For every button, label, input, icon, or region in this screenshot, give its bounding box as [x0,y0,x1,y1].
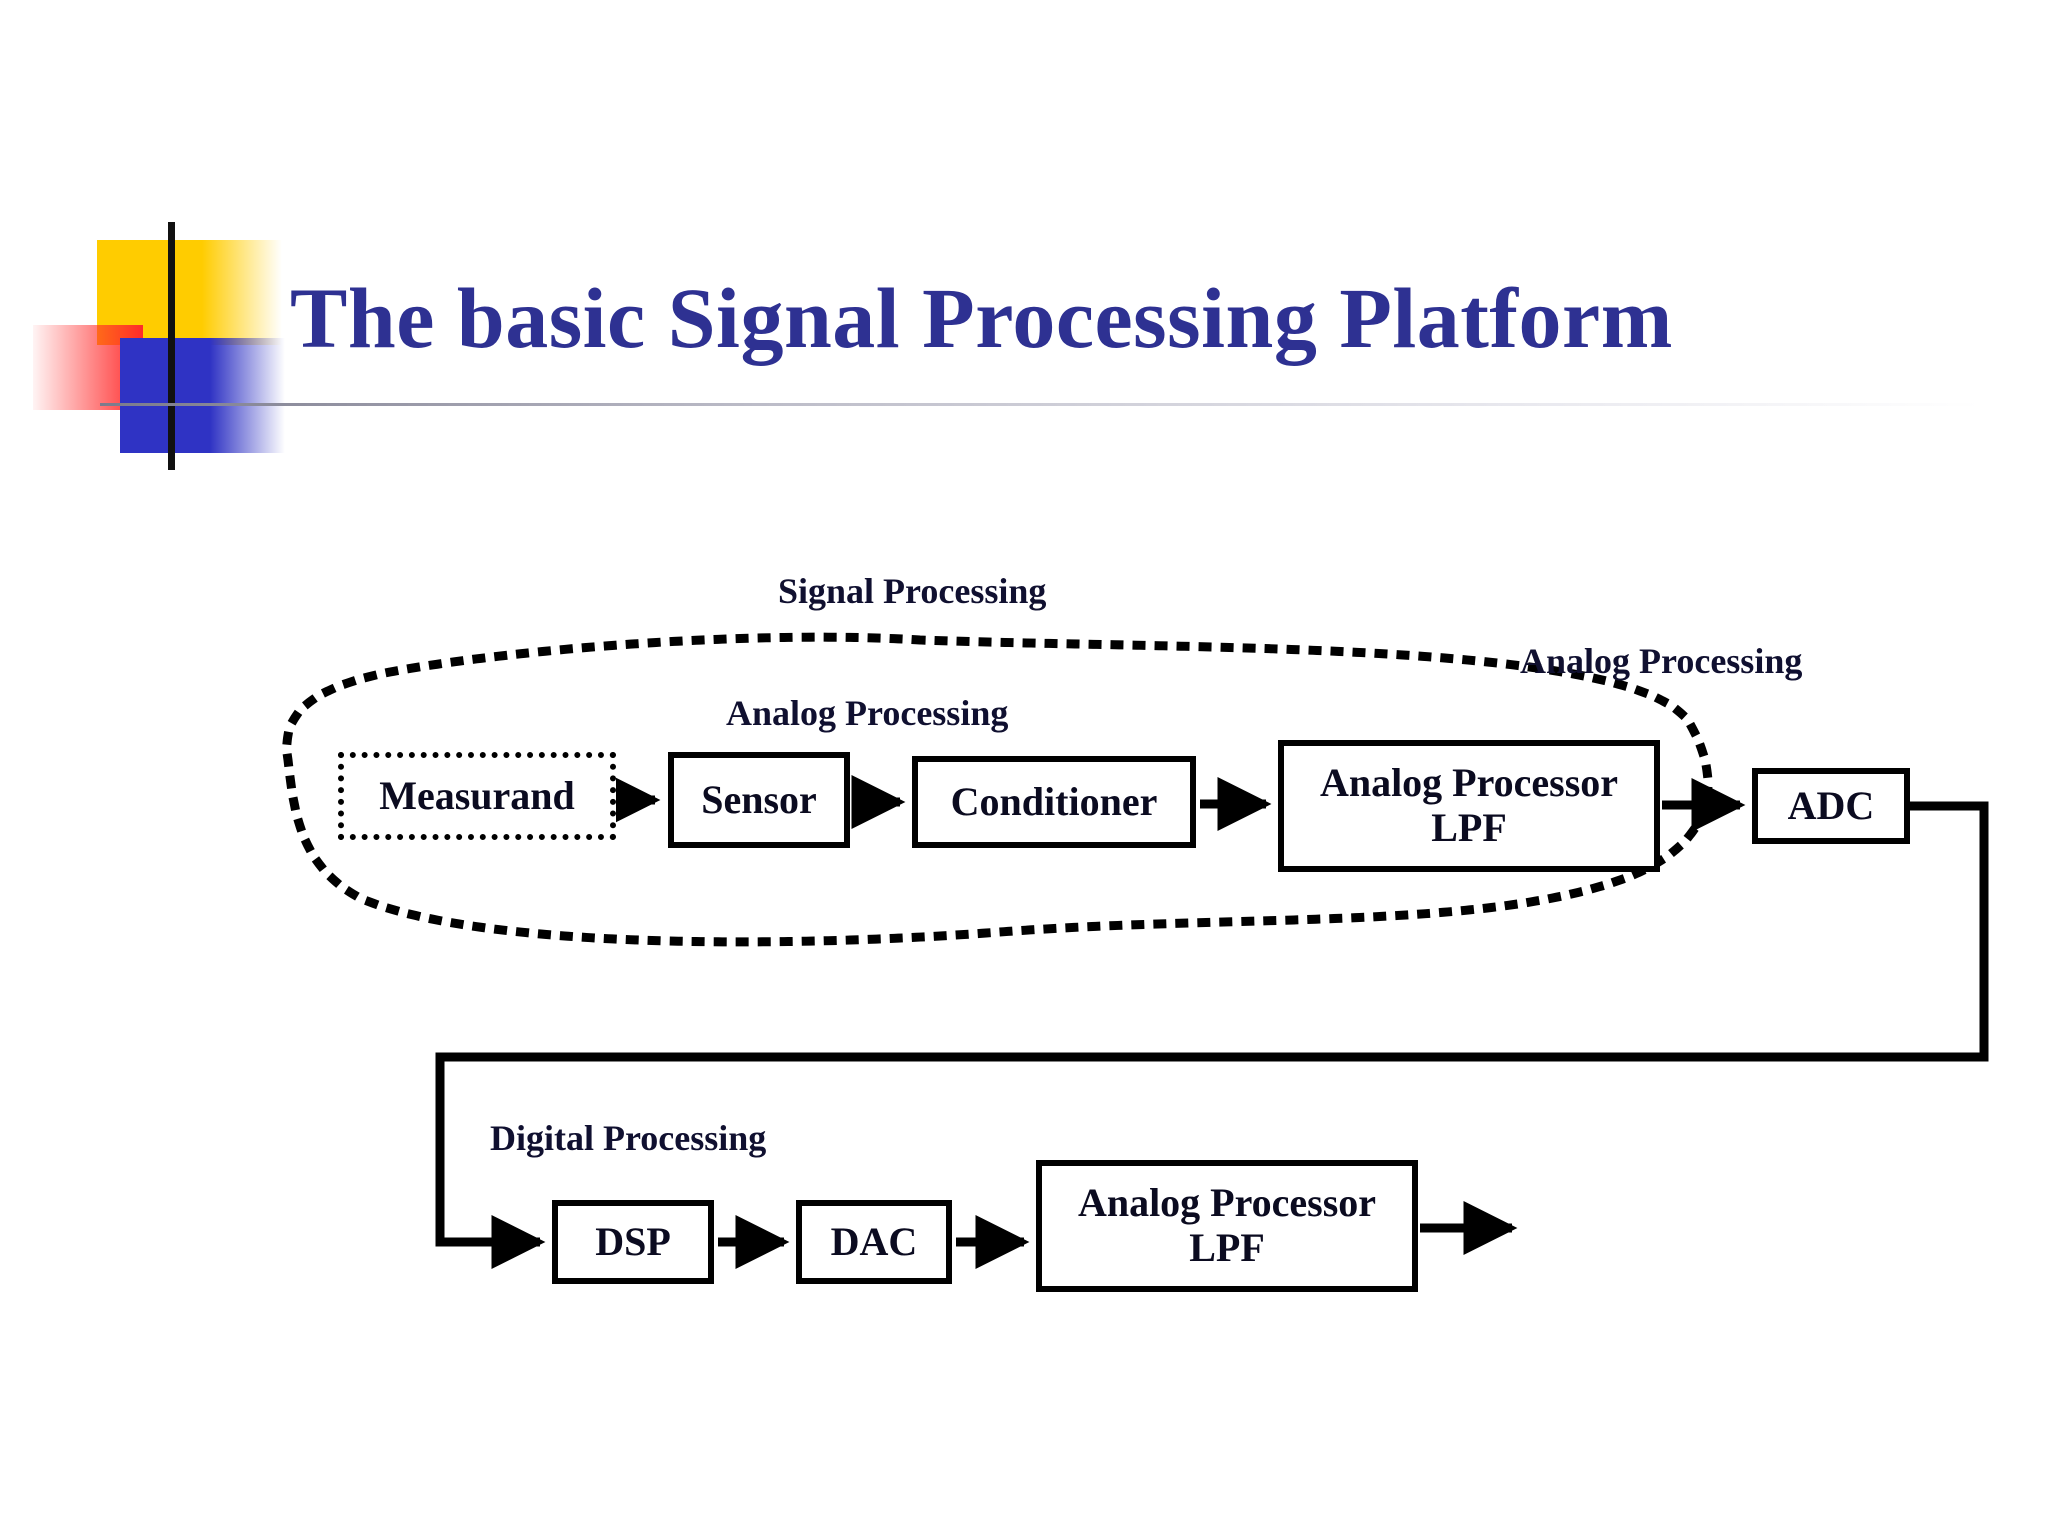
block-dsp-label: DSP [595,1218,671,1264]
block-dac-label: DAC [830,1218,918,1264]
slide-header: The basic Signal Processing Platform [0,0,2048,480]
line-2: LPF [1431,805,1507,850]
decoration-blue-fade [210,338,285,453]
group-label-digital-processing: Digital Processing [490,1118,767,1158]
block-measurand-label: Measurand [379,772,575,818]
block-measurand[interactable]: Measurand [338,752,616,840]
line-1: Analog Processor [1319,760,1619,806]
block-dsp[interactable]: DSP [552,1200,714,1284]
decoration-horizontal-rule [100,403,1980,406]
block-analog-processor-lpf-analog-path-label: Analog Processor LPF [1319,760,1619,851]
block-dac[interactable]: DAC [796,1200,952,1284]
group-label-analog-processing-left: Analog Processing [726,693,1009,733]
block-analog-processor-lpf-output-path[interactable]: Analog Processor LPF [1036,1160,1418,1292]
block-adc-label: ADC [1787,782,1875,828]
block-adc[interactable]: ADC [1752,768,1910,844]
edge-adc-dsp [435,801,1989,1269]
line-1: Analog Processor [1077,1180,1377,1226]
decoration-blue-square [120,338,210,453]
block-sensor-label: Sensor [701,776,817,822]
group-label-signal-processing: Signal Processing [778,571,1047,611]
decoration-yellow-fade [202,240,282,345]
decoration-vertical-line [168,222,175,470]
page-title: The basic Signal Processing Platform [290,270,1673,366]
block-conditioner-label: Conditioner [950,778,1158,824]
block-conditioner[interactable]: Conditioner [912,756,1196,848]
signal-processing-dotted-loop [282,632,1713,947]
block-analog-processor-lpf-analog-path[interactable]: Analog Processor LPF [1278,740,1660,872]
group-label-analog-processing-right: Analog Processing [1520,641,1803,681]
line-2: LPF [1189,1225,1265,1270]
block-sensor[interactable]: Sensor [668,752,850,848]
block-analog-processor-lpf-output-path-label: Analog Processor LPF [1077,1180,1377,1271]
